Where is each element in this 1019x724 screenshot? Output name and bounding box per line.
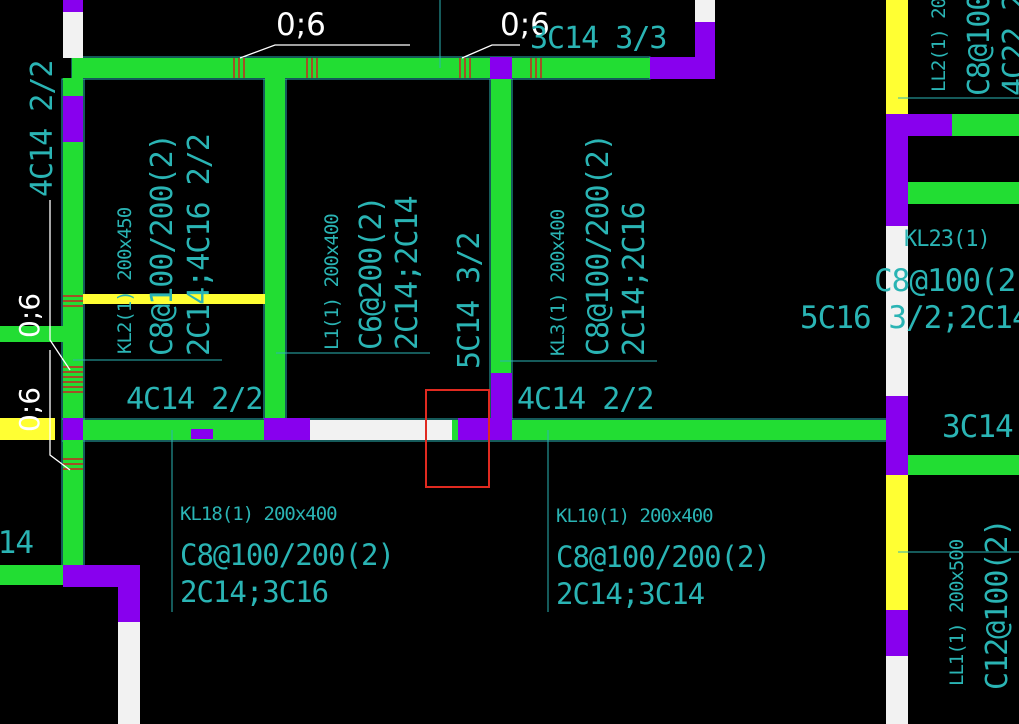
column-top-mid[interactable] [490,57,512,79]
label-ll1-stirrup: C12@100(2) [980,519,1015,690]
beam-right-2[interactable] [908,182,1019,204]
label-right-3c14: 3C14 [942,409,1014,445]
beam-left-stub-upper[interactable] [0,326,63,342]
wall-yellow-right-top[interactable] [886,0,908,114]
label-top-062: 0;6 [500,7,550,43]
selection-box[interactable] [425,389,490,488]
column-small[interactable] [191,429,213,439]
label-ll2-stirrup: C8@100(2 [962,0,997,96]
label-mid-5c14: 5C14 3/2 [452,232,487,370]
column-mid-selected[interactable] [458,418,491,440]
label-ll1-name: LL1(1) 200x500 [946,539,968,686]
label-kl2-bars: 2C14;4C16 2/2 [182,134,217,356]
wall-yellow-beam[interactable] [83,294,265,304]
label-l1-stirrup: C6@200(2) [354,196,389,350]
beam-left-vertical[interactable] [63,78,83,578]
label-left-061: 0;6 [13,292,46,338]
wall-right-bottom[interactable] [886,656,908,724]
wall-yellow-left[interactable] [0,418,55,440]
label-ll2-bars: 4C22 2 [997,0,1019,96]
label-left-062: 0;6 [13,386,46,432]
label-kl3-bars: 2C14;2C16 [617,202,652,356]
column-right-top-v[interactable] [886,114,908,226]
label-kl23-name: KL23(1) [904,227,991,252]
column-right-mid[interactable] [886,396,908,475]
label-kl18-bars: 2C14;3C16 [180,575,329,609]
label-kl2-stirrup: C8@100/200(2) [145,134,180,356]
beam-right-3[interactable] [908,455,1019,475]
wall-top-left[interactable] [63,0,83,58]
label-left-c14: C14 [0,525,34,561]
label-kl3-stirrup: C8@100/200(2) [581,134,616,356]
column-top-right-vert[interactable] [695,22,715,79]
label-kl18-name: KL18(1) 200x400 [180,503,338,525]
column-top-left-cap[interactable] [63,0,83,12]
label-top-061: 0;6 [276,7,326,43]
wall-bottom-left[interactable] [118,622,140,724]
beam-kl3-vertical[interactable] [491,78,511,420]
wall-right-mid[interactable] [886,226,908,396]
label-kl3-name: KL3(1) 200x400 [547,209,569,356]
label-kl10-name: KL10(1) 200x400 [556,505,714,527]
label-kl23-stirrup: C8@100(2) [874,263,1019,299]
column-l1-joint[interactable] [264,418,310,440]
column-left-joint[interactable] [63,418,83,440]
beam-top[interactable] [72,58,650,78]
beam-kl10[interactable] [512,420,886,440]
wall-yellow-right-bottom[interactable] [886,475,908,610]
label-kl2-name: KL2(1) 200x450 [114,207,136,354]
label-l1-bars: 2C14;2C14 [390,196,425,350]
label-kl18-stirrup: C8@100/200(2) [180,538,395,572]
column-kl3-joint[interactable] [491,373,512,440]
label-kl23-bars: 5C16 3/2;2C14 [800,300,1019,336]
beam-small-seg[interactable] [452,420,460,440]
column-left-upper[interactable] [63,96,83,142]
label-bottom-4c14-b: 4C14 2/2 [517,382,654,417]
column-bottom-left-v[interactable] [118,565,140,622]
beam-kl18[interactable] [83,420,265,440]
beam-l1-vertical[interactable] [265,78,285,420]
label-top-c14: 3C14 3/3 [530,21,667,56]
label-kl10-stirrup: C8@100/200(2) [556,540,771,574]
label-left-4c14: 4C14 2/2 [25,60,60,198]
label-bottom-4c14-a: 4C14 2/2 [126,382,263,417]
label-kl10-bars: 2C14;3C14 [556,577,705,611]
beam-right-1[interactable] [952,114,1019,136]
label-l1-name: L1(1) 200x400 [321,214,343,350]
column-right-bottom[interactable] [886,610,908,656]
beam-left-stub-lower[interactable] [0,565,63,585]
wall-top-right[interactable] [695,0,715,22]
wall-middle[interactable] [310,420,452,440]
label-ll2-name: LL2(1) 200x [928,0,950,92]
